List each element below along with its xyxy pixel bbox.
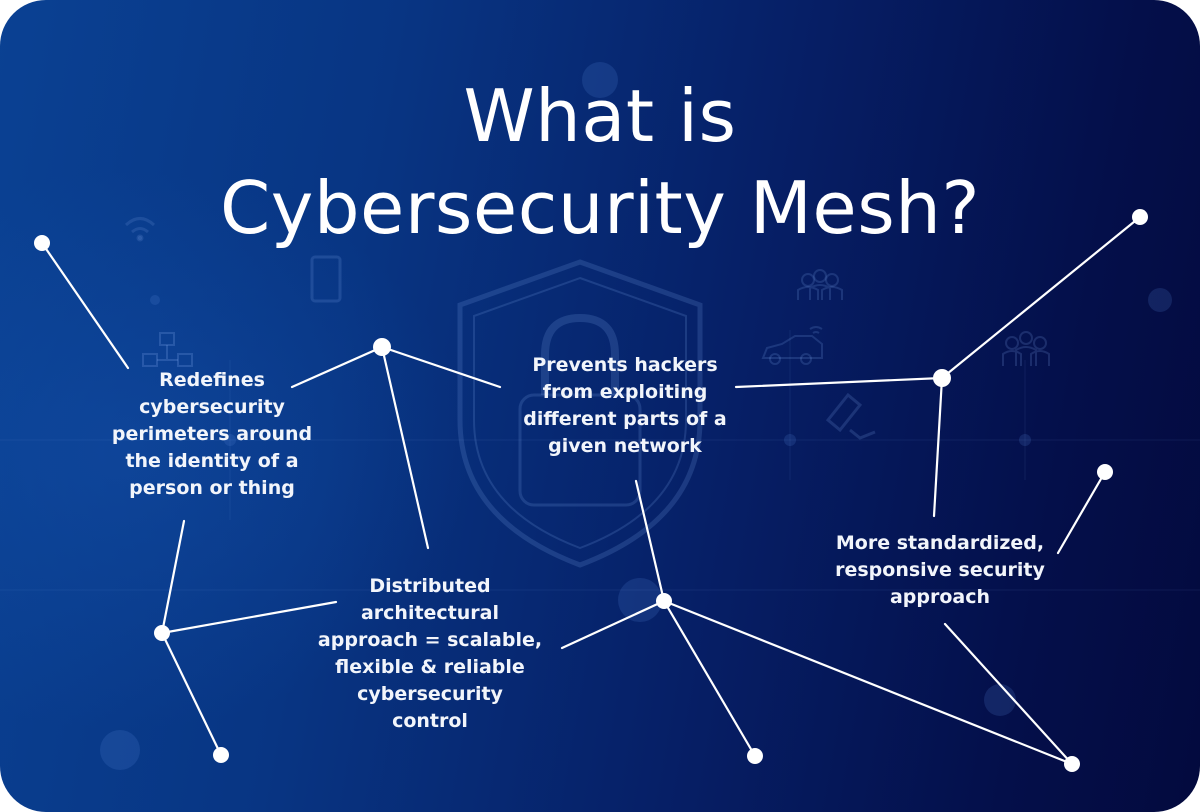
title-line-1: What is [463, 74, 737, 158]
mesh-node [213, 747, 229, 763]
wifi-icon [124, 217, 156, 242]
mesh-node [34, 235, 50, 251]
shield-lock-icon [457, 259, 703, 568]
label-prevents-hackers: Prevents hackers from exploiting differe… [523, 354, 727, 457]
label-redefines-perimeters: Redefines cybersecurity perimeters aroun… [111, 369, 313, 499]
people-group-icon [1002, 331, 1050, 366]
smartphone-icon [310, 255, 342, 303]
network-hierarchy-icon [142, 332, 193, 367]
title-line-2: Cybersecurity Mesh? [219, 166, 981, 250]
pen-icon [825, 392, 876, 440]
mesh-node [933, 369, 951, 387]
mesh-node [1132, 209, 1148, 225]
mesh-node [373, 338, 391, 356]
mesh-node [747, 748, 763, 764]
mesh-node [154, 625, 170, 641]
label-distributed-architecture: Distributed architectural approach = sca… [317, 575, 543, 732]
mesh-node [1064, 756, 1080, 772]
page-title: What is Cybersecurity Mesh? [0, 70, 1200, 254]
label-standardized-approach: More standardized, responsive security a… [835, 532, 1045, 608]
people-group-icon [797, 269, 843, 300]
mesh-node [1097, 464, 1113, 480]
mesh-node [656, 593, 672, 609]
connected-car-icon [761, 326, 823, 365]
